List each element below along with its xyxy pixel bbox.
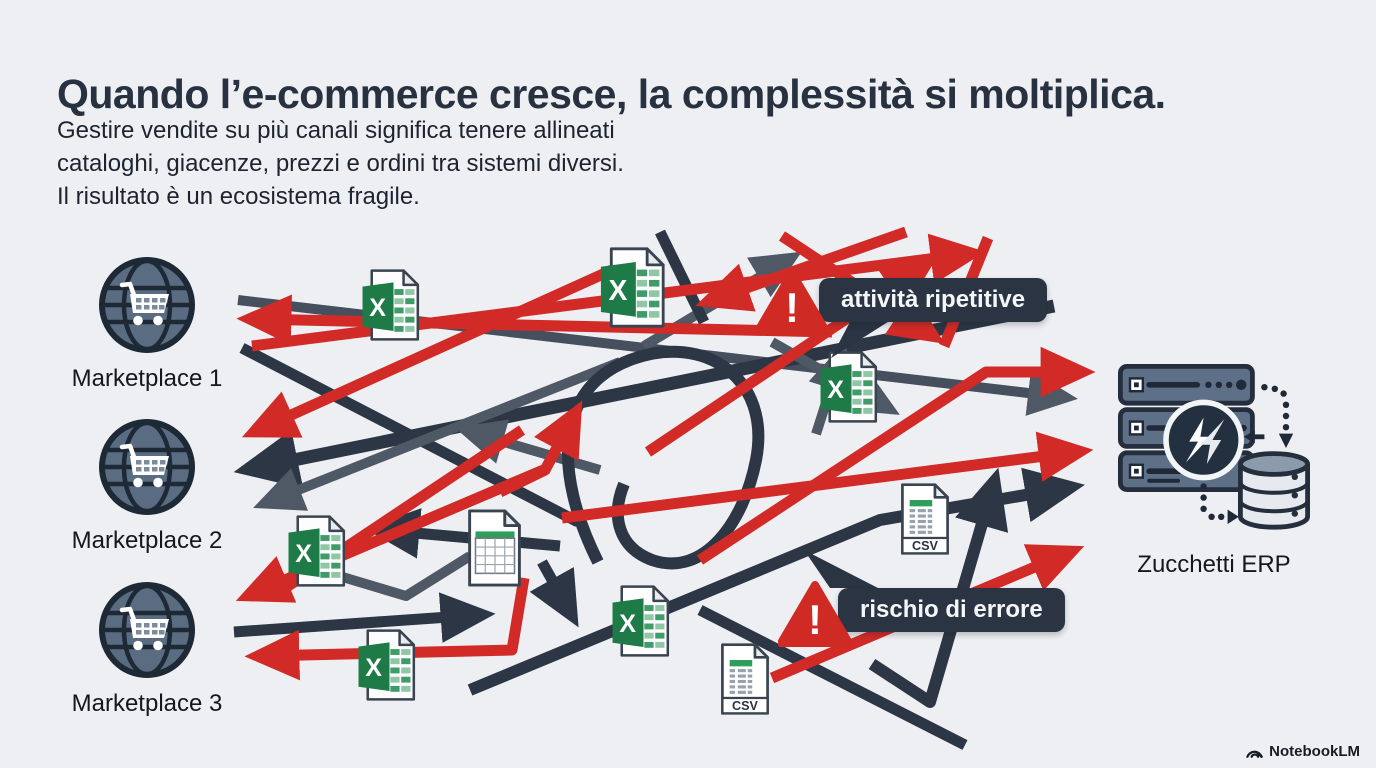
svg-text:!: ! bbox=[785, 284, 799, 331]
svg-text:!: ! bbox=[808, 596, 822, 643]
tangle-arrow bbox=[241, 264, 615, 438]
marketplace-1: Marketplace 1 bbox=[37, 255, 257, 393]
tangle-arrow bbox=[561, 431, 1094, 524]
marketplace-2: Marketplace 2 bbox=[37, 417, 257, 555]
spreadsheet-doc-icon bbox=[462, 508, 528, 588]
tangle-arrow bbox=[529, 559, 579, 628]
callout-bubble: rischio di errore bbox=[838, 588, 1065, 632]
csv-file-icon bbox=[717, 641, 773, 717]
tangle-arrow bbox=[253, 357, 622, 511]
tangle-arrow bbox=[696, 346, 1096, 565]
tangle-arrow bbox=[233, 592, 496, 643]
watermark-label: NotebookLM bbox=[1269, 743, 1360, 760]
tangle-arrow bbox=[236, 294, 833, 346]
callout-bubble: attività ripetitive bbox=[819, 278, 1048, 322]
tangle-arrow bbox=[697, 605, 968, 750]
erp-label: Zucchetti ERP bbox=[1137, 551, 1291, 578]
tangle-arrow bbox=[695, 226, 908, 312]
warning-icon: ! bbox=[778, 581, 852, 647]
intro-line-2: cataloghi, giacenze, prezzi e ordini tra… bbox=[57, 150, 624, 177]
warning-icon: ! bbox=[755, 269, 829, 335]
intro-text: Gestire vendite su più canali significa … bbox=[57, 114, 757, 213]
erp-system: Zucchetti ERP bbox=[1108, 360, 1320, 579]
globe-cart-icon bbox=[97, 255, 197, 355]
excel-file-icon bbox=[356, 628, 418, 702]
excel-file-icon bbox=[818, 350, 880, 424]
globe-cart-icon bbox=[97, 417, 197, 517]
erp-server-database-icon bbox=[1114, 360, 1314, 540]
notebooklm-logo-icon bbox=[1246, 750, 1263, 758]
excel-file-icon bbox=[360, 268, 422, 342]
marketplace-3-label: Marketplace 3 bbox=[71, 690, 223, 717]
excel-file-icon bbox=[286, 514, 348, 588]
tangle-arrow bbox=[244, 577, 530, 681]
watermark: NotebookLM bbox=[1245, 743, 1360, 760]
intro-line-1: Gestire vendite su più canali significa … bbox=[57, 117, 615, 144]
callout-tail bbox=[804, 550, 878, 588]
csv-file-icon bbox=[897, 481, 953, 557]
excel-file-icon bbox=[610, 584, 672, 658]
page-title: Quando l’e-commerce cresce, la complessi… bbox=[57, 71, 1166, 118]
globe-cart-icon bbox=[97, 580, 197, 680]
tangle-arrow bbox=[497, 400, 583, 497]
callout-tail bbox=[831, 320, 891, 358]
marketplace-1-label: Marketplace 1 bbox=[71, 365, 223, 392]
excel-file-icon bbox=[598, 246, 668, 329]
marketplace-3: Marketplace 3 bbox=[37, 580, 257, 718]
marketplace-2-label: Marketplace 2 bbox=[71, 527, 223, 554]
intro-line-3: Il risultato è un ecosistema fragile. bbox=[57, 183, 420, 210]
tangle-arrow bbox=[868, 467, 1009, 708]
